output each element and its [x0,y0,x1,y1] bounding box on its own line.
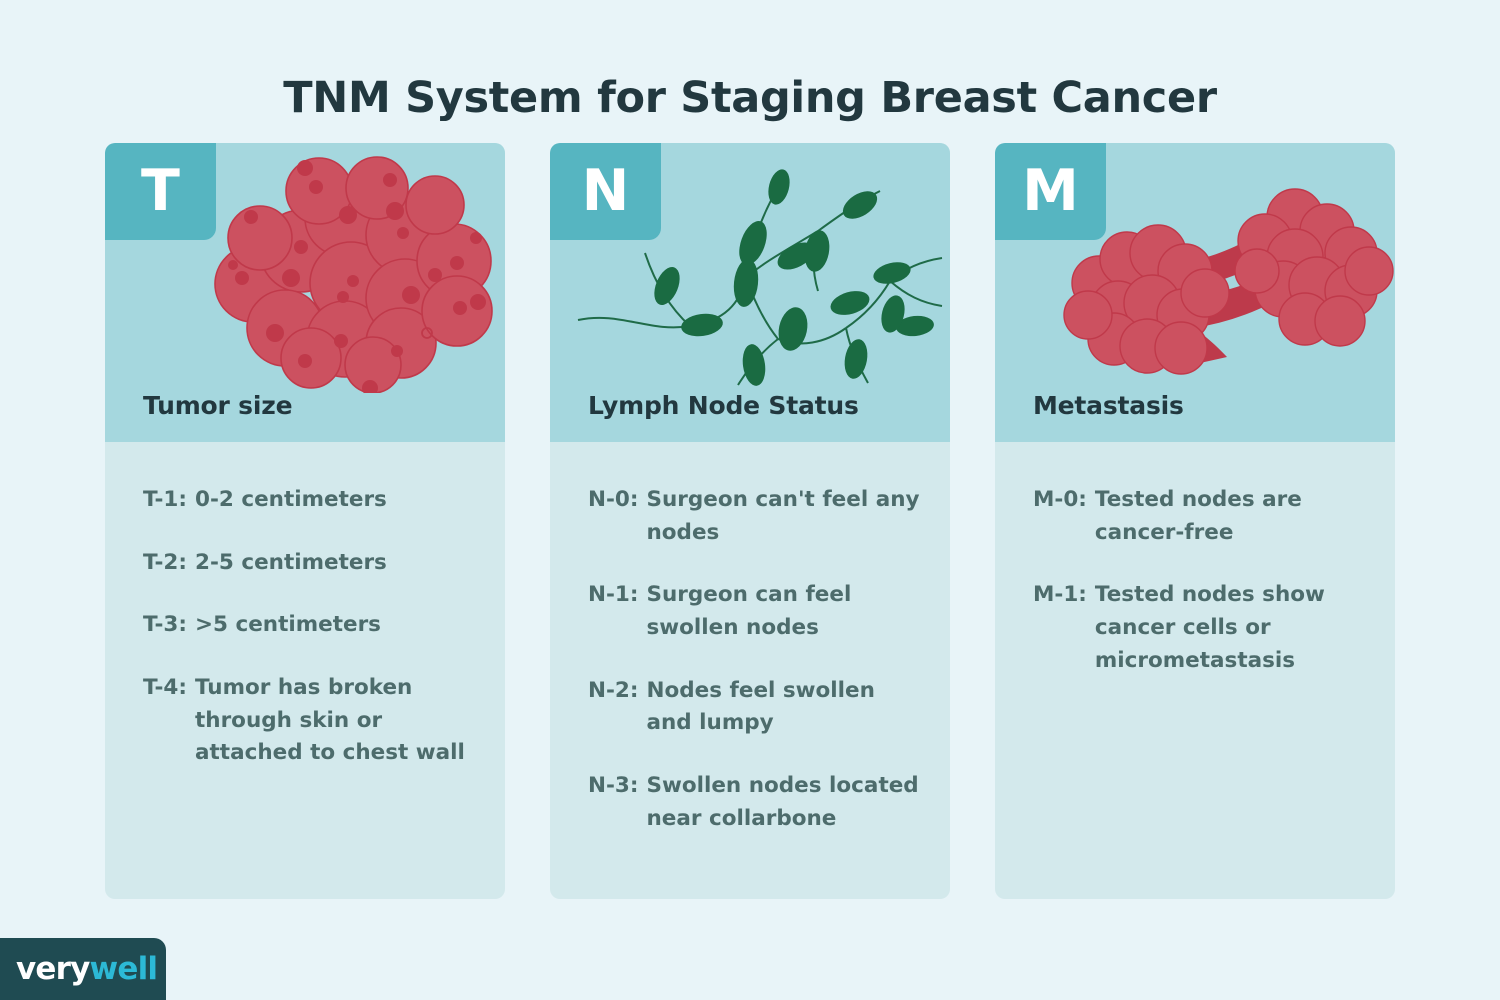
item-text: 0-2 centimeters [195,487,387,512]
lymph-node-network-illustration [550,143,950,393]
list-item: M-0: Tested nodes are cancer-free [1033,484,1365,549]
item-text: >5 centimeters [195,612,381,638]
card-body-tumor-size: T-1: 0-2 centimeters T-2: 2-5 centimeter… [105,442,505,899]
list-item: N-1: Surgeon can feel swollen nodes [588,579,920,644]
item-code: M-0: [1033,487,1087,512]
list-item: N-0: Surgeon can't feel any nodes [588,484,920,549]
item-code: N-3: [588,773,639,799]
item-text: Surgeon can feel swollen nodes [646,582,852,641]
item-text: 2-5 centimeters [195,549,387,575]
card-body-metastasis: M-0: Tested nodes are cancer-free M-1: T… [995,442,1395,899]
item-text: Tested nodes are cancer-free [1094,487,1302,545]
card-header-metastasis: M Metastasis [995,143,1395,442]
list-item: T-1: 0-2 centimeters [143,484,475,517]
card-metastasis: M Metastasis M-0: Tested nodes are cance… [995,143,1395,899]
card-header-tumor-size: T Tumor size [105,143,505,442]
list-item: N-3: Swollen nodes located near collarbo… [588,770,920,835]
tumor-cluster-illustration [105,143,505,393]
badge-n: N [550,143,661,240]
item-code: M-1: [1033,582,1087,608]
list-item: T-3: >5 centimeters [143,609,475,642]
logo-text-very: very [16,950,90,987]
logo-text-well: well [89,950,159,987]
list-item: N-2: Nodes feel swollen and lumpy [588,675,920,740]
item-code: N-0: [588,487,639,512]
list-item: T-4: Tumor has broken through skin or at… [143,672,475,770]
card-title-metastasis: Metastasis [1033,391,1184,420]
item-text: Tumor has broken through skin or attache… [195,675,465,766]
page-title: TNM System for Staging Breast Cancer [283,72,1217,123]
card-body-lymph-node-status: N-0: Surgeon can't feel any nodes N-1: S… [550,442,950,899]
list-item: T-2: 2-5 centimeters [143,547,475,580]
badge-m: M [995,143,1106,240]
item-code: T-1: [143,487,187,512]
item-text: Swollen nodes located near collarbone [646,773,919,831]
card-tumor-size: T Tumor size T-1: 0-2 centimeters T-2: 2… [105,143,505,899]
item-code: N-2: [588,677,639,703]
list-item: M-1: Tested nodes show cancer cells or m… [1033,579,1365,677]
item-text: Tested nodes show cancer cells or microm… [1094,582,1325,673]
badge-t: T [105,143,216,240]
item-code: T-3: [143,612,187,638]
item-code: N-1: [588,582,639,608]
card-title-lymph-node-status: Lymph Node Status [588,391,859,420]
metastasis-spreading-tumor-illustration [995,143,1395,393]
card-header-lymph-node-status: N Lymph Node Status [550,143,950,442]
item-text: Nodes feel swollen and lumpy [646,677,875,736]
item-code: T-2: [143,549,187,575]
card-lymph-node-status: N Lymph Node Status N-0: Surgeon can't f… [550,143,950,899]
cards-container: T Tumor size T-1: 0-2 centimeters T-2: 2… [105,143,1395,899]
item-code: T-4: [143,675,187,701]
card-title-tumor-size: Tumor size [143,391,293,420]
item-text: Surgeon can't feel any nodes [646,487,920,545]
